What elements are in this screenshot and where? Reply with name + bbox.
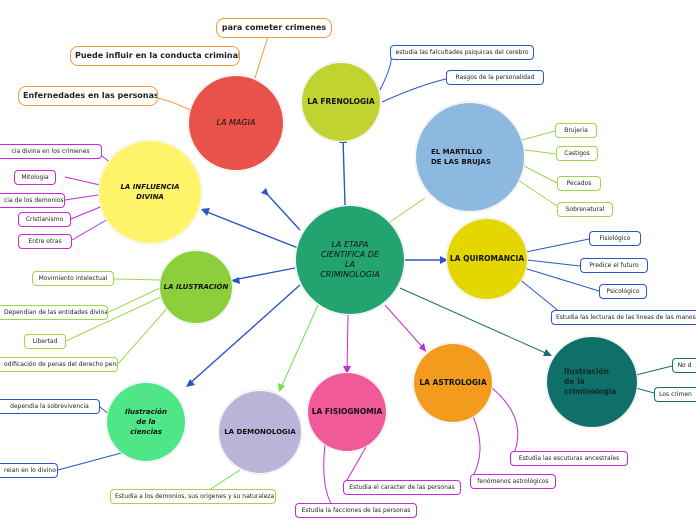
connector <box>346 314 349 373</box>
martillo-title: EL MARTILLO DE LAS BRUJAS <box>431 148 491 166</box>
connector <box>517 277 561 313</box>
magia-title: LA MAGIA <box>216 118 256 127</box>
demonologia-node[interactable]: LA DEMONOLOGIA <box>218 390 302 474</box>
demonologia-item[interactable]: Estudia a los demonios, sus origenes y s… <box>110 489 276 504</box>
arrowhead <box>186 379 195 387</box>
connector <box>64 176 101 186</box>
ilustracion-item[interactable]: Libertad <box>24 334 66 349</box>
quiromancia-item[interactable]: Fisiológico <box>589 231 641 246</box>
connector <box>384 304 426 351</box>
connector <box>279 304 319 391</box>
martillo-item[interactable]: Castigos <box>556 146 598 161</box>
connector <box>106 286 163 314</box>
arrowhead <box>278 383 285 392</box>
astrologia-title: LA ASTROLOGIA <box>419 378 487 387</box>
center-node[interactable]: LA ETAPA CIENTIFICA DE LA CRIMINOLOGIA <box>295 205 405 315</box>
ilustracion-item[interactable]: Movimiento intelectual <box>32 271 114 286</box>
connector <box>342 439 371 488</box>
connector <box>381 78 447 103</box>
influencia-item[interactable]: Entre otras <box>18 234 72 249</box>
connector <box>399 287 551 356</box>
ilustracion-ciencias-item[interactable]: dependia la sobrevivencia <box>0 399 100 414</box>
martillo-item[interactable]: Pecados <box>557 176 601 191</box>
connector <box>323 444 336 511</box>
ilustracion-title: LA ILUSTRACIÓN <box>163 283 229 291</box>
quiromancia-title: LA QUIROMANCIA <box>449 254 525 263</box>
quiromancia-item[interactable]: Psicológico <box>599 284 647 299</box>
connector <box>254 36 269 79</box>
influencia-item[interactable]: cia de los demonios <box>0 193 65 208</box>
quiromancia-item[interactable]: Predice el futuro <box>580 258 648 273</box>
connector <box>523 267 600 292</box>
connector <box>525 238 590 253</box>
martillo-node[interactable]: EL MARTILLO DE LAS BRUJAS <box>415 102 525 212</box>
magia-item[interactable]: Puede influir en la conducta criminal <box>70 46 240 66</box>
connector <box>514 177 561 209</box>
ilustracion-criminologia-item[interactable]: No d <box>672 358 696 373</box>
connector <box>266 193 301 231</box>
influencia-item[interactable]: cia divina en los crimenes <box>0 144 102 159</box>
magia-item[interactable]: Enfernedades en las personas <box>18 86 158 106</box>
influencia-node[interactable]: LA INFLUENCIA DIVINA <box>98 140 202 244</box>
connector <box>524 149 557 155</box>
ilustracion-ciencias-node[interactable]: Ilustración de la ciencias <box>106 382 186 462</box>
arrowhead <box>440 256 448 264</box>
astrologia-item[interactable]: fenómenos astrológicos <box>470 474 556 489</box>
martillo-item[interactable]: Brujeria <box>555 123 597 138</box>
connector <box>201 209 299 249</box>
magia-item[interactable]: para cometer crimenes <box>216 18 332 38</box>
influencia-item[interactable]: Cristianismo <box>18 212 71 227</box>
quiromancia-item[interactable]: Estudia las lecturas de las lineas de la… <box>551 310 696 325</box>
arrowhead <box>231 277 240 284</box>
ilustracion-ciencias-title: Ilustración de la ciencias <box>124 408 168 436</box>
martillo-item[interactable]: Sobrenatural <box>557 202 613 217</box>
ilustracion-node[interactable]: LA ILUSTRACIÓN <box>159 250 233 324</box>
ilustracion-criminologia-node[interactable]: Ilustración de la criminologia <box>546 336 638 428</box>
magia-node[interactable]: LA MAGIA <box>188 75 284 171</box>
frenologia-item[interactable]: Rasgos de la personalidad <box>446 70 544 85</box>
connector <box>117 304 171 365</box>
connector <box>521 164 558 184</box>
connector <box>469 409 481 482</box>
influencia-title: LA INFLUENCIA DIVINA <box>120 183 180 201</box>
connector <box>65 294 166 342</box>
astrologia-node[interactable]: LA ASTROLOGIA <box>413 343 493 423</box>
connector <box>232 267 296 281</box>
influencia-item[interactable]: Mitologia <box>14 170 56 185</box>
quiromancia-node[interactable]: LA QUIROMANCIA <box>446 218 528 300</box>
connector <box>526 259 581 267</box>
arrowhead <box>261 188 269 196</box>
astrologia-item[interactable]: Estudia las escuturas ancestrales <box>510 451 628 466</box>
connector <box>491 387 519 459</box>
connector <box>113 278 163 281</box>
arrowhead <box>419 343 426 352</box>
fisiognomia-title: LA FISIOGNOMIA <box>311 407 383 416</box>
fisiognomia-item[interactable]: Estudia el caracter de las personas <box>343 480 461 495</box>
fisiognomia-item[interactable]: Estudia la facciones de las personas <box>295 503 417 518</box>
center-title: LA ETAPA CIENTIFICA DE LA CRIMINOLOGIA <box>320 240 380 279</box>
arrowhead <box>343 366 351 374</box>
fisiognomia-node[interactable]: LA FISIOGNOMIA <box>307 372 387 452</box>
connector <box>389 197 426 223</box>
connector <box>64 194 99 201</box>
arrowhead <box>543 349 552 356</box>
ilustracion-ciencias-item[interactable]: reian en lo divino <box>0 463 58 478</box>
ilustracion-item[interactable]: Dependian de las entidades divinas <box>0 305 108 320</box>
connector <box>635 387 655 394</box>
frenologia-item[interactable]: estudia las falcultades psiquicas del ce… <box>390 45 534 60</box>
connector <box>635 365 673 376</box>
frenologia-title: LA FRENOLOGIA <box>307 97 375 106</box>
connector <box>342 137 346 206</box>
connector <box>57 451 126 471</box>
connector <box>187 284 301 386</box>
arrowhead <box>201 208 210 216</box>
ilustracion-criminologia-item[interactable]: Los crimen <box>654 387 696 402</box>
ilustracion-criminologia-title: Ilustración de la criminologia <box>564 367 617 396</box>
connector <box>521 130 556 141</box>
ilustracion-item[interactable]: odificación de penas del derecho penal <box>0 357 118 372</box>
demonologia-title: LA DEMONOLOGIA <box>224 428 296 436</box>
connector <box>379 52 392 91</box>
frenologia-node[interactable]: LA FRENOLOGIA <box>301 62 381 142</box>
